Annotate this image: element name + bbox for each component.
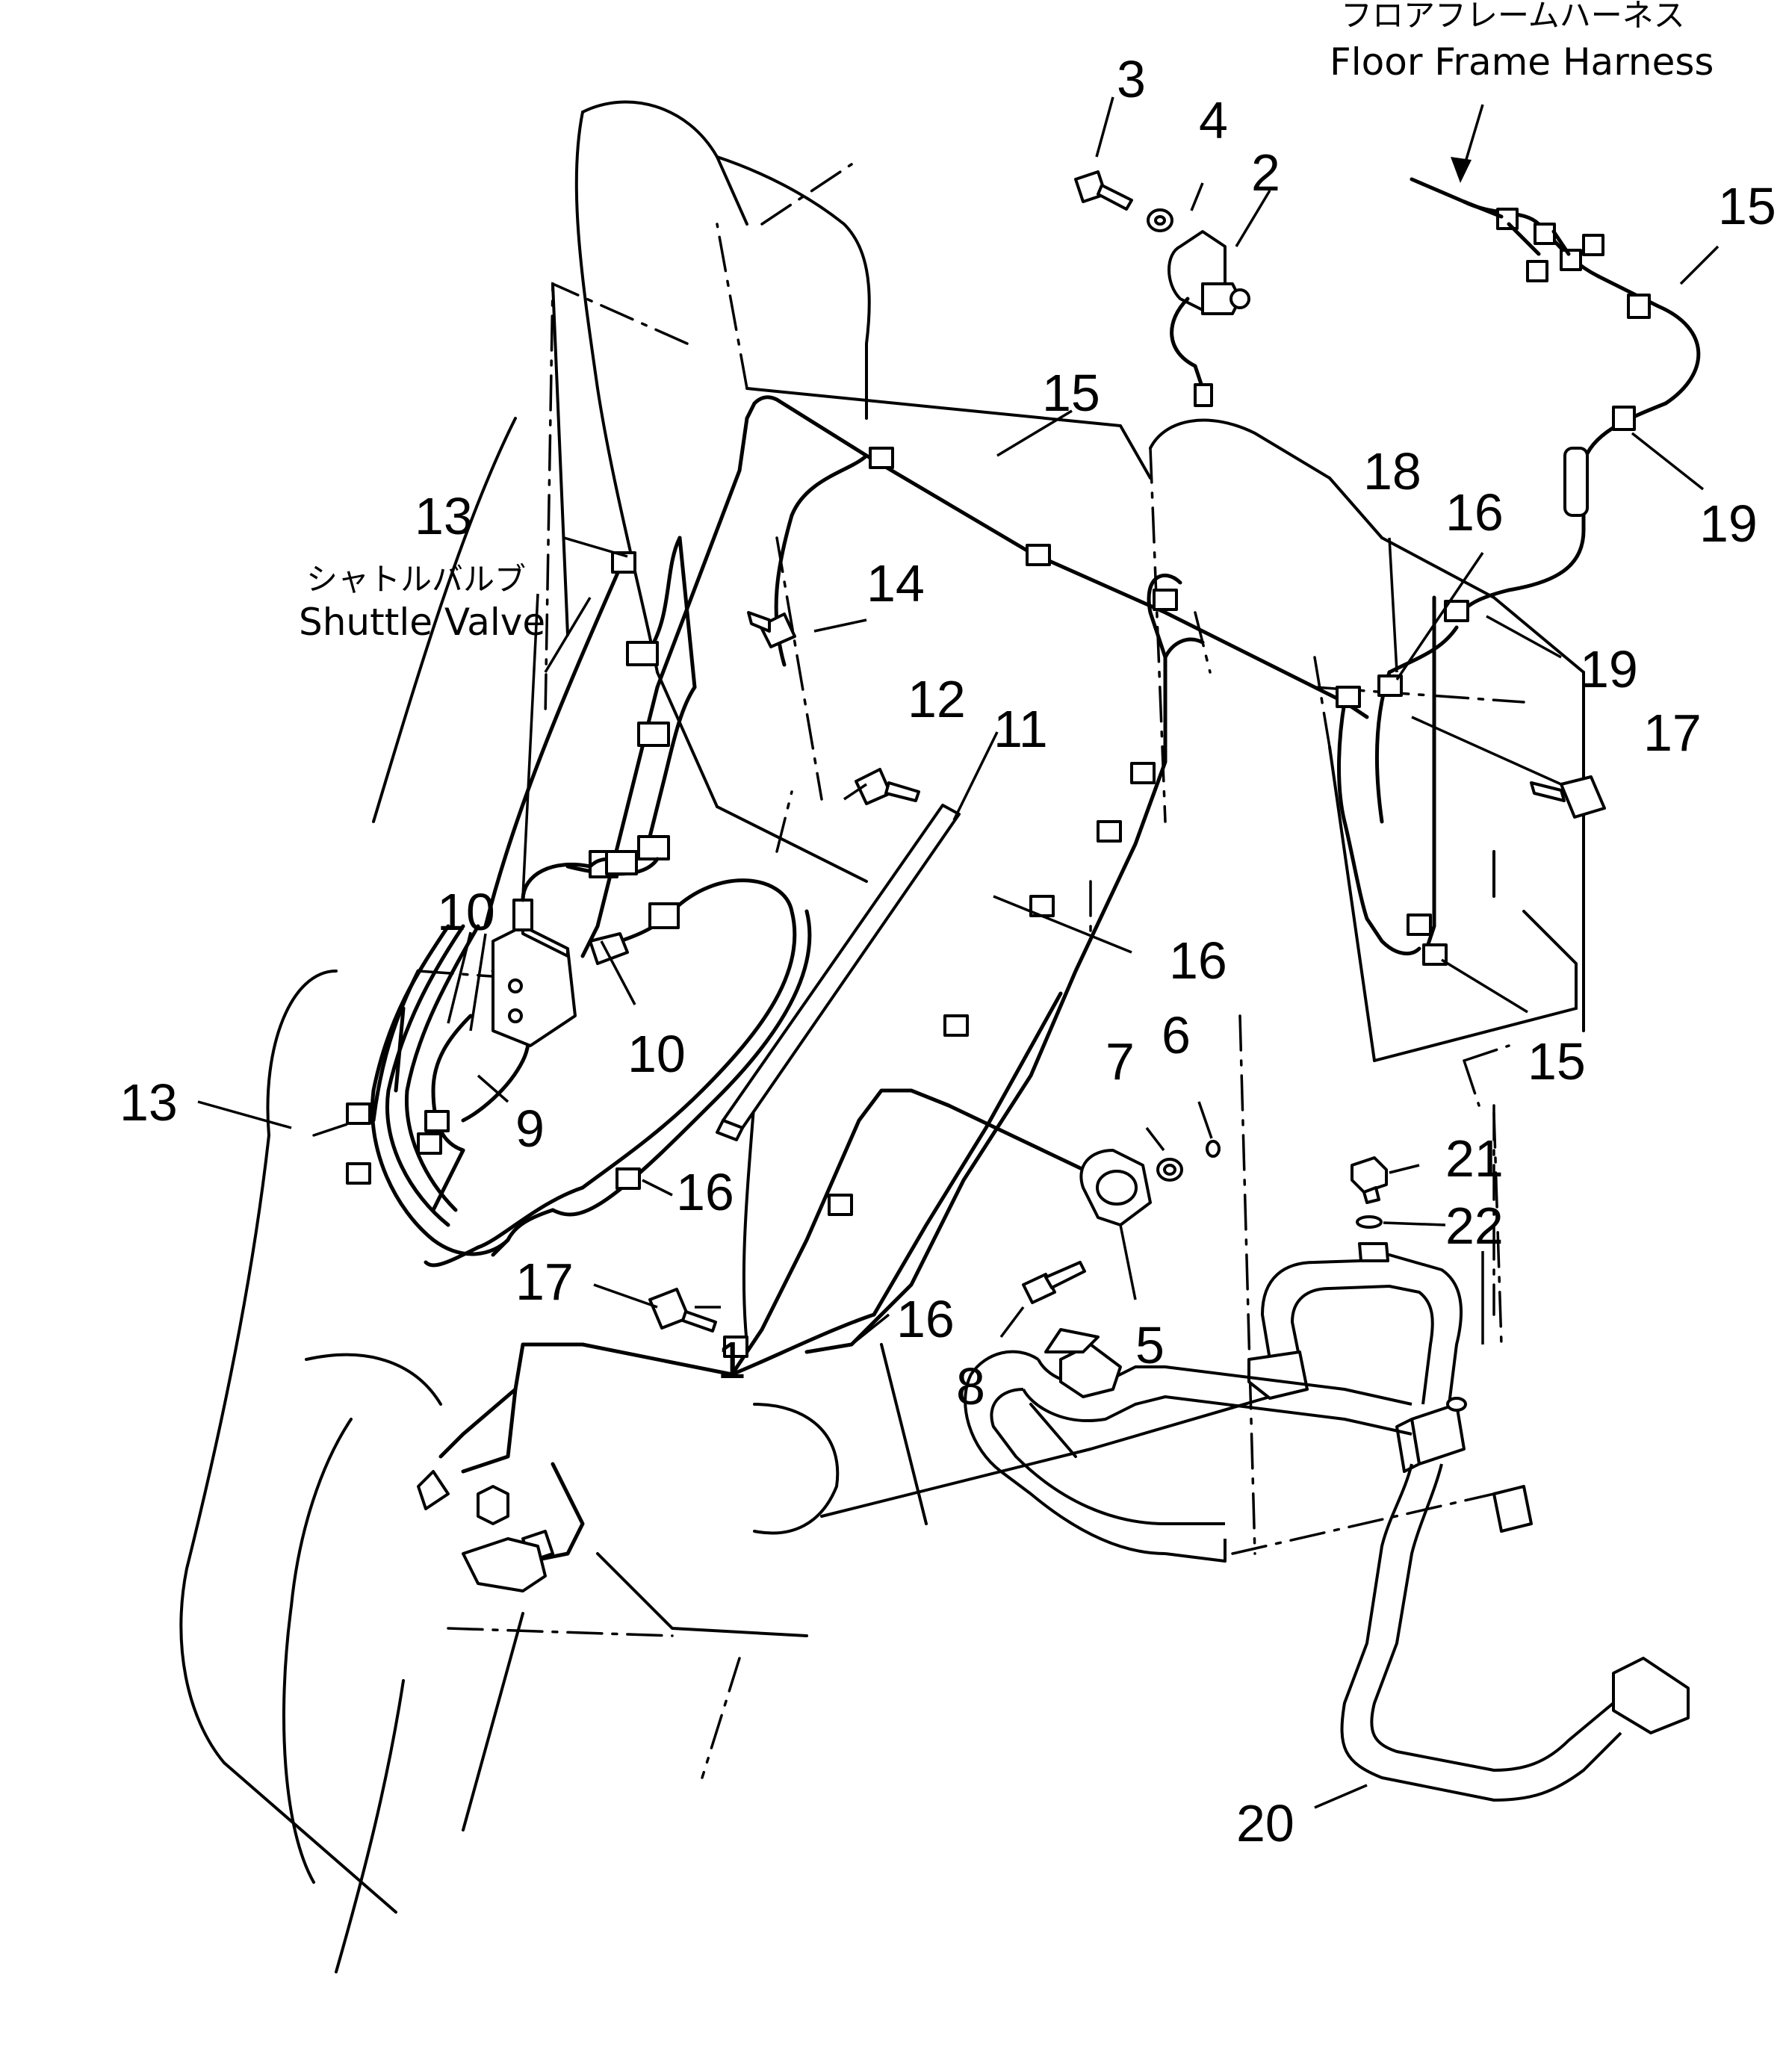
part-17-bolt-right bbox=[1530, 775, 1606, 819]
callout-22: 22 bbox=[1445, 1197, 1504, 1255]
callout-1: 1 bbox=[717, 1331, 746, 1389]
callout-14: 14 bbox=[866, 554, 925, 612]
callout-labels: 1 2 3 4 5 6 7 8 9 10 10 11 12 13 13 14 1… bbox=[120, 50, 1776, 1852]
callout-19-middle: 19 bbox=[1580, 640, 1638, 698]
part-22-o-ring bbox=[1356, 1215, 1383, 1229]
callout-13-left: 13 bbox=[120, 1073, 178, 1132]
callout-10-right: 10 bbox=[627, 1025, 686, 1083]
callout-15-right: 15 bbox=[1528, 1032, 1586, 1091]
part-3-bolt bbox=[1074, 170, 1133, 211]
part-5-switch bbox=[1079, 1149, 1152, 1226]
callout-4: 4 bbox=[1199, 91, 1228, 149]
shuttle-valve-caption-jp: シャトルバルブ bbox=[306, 561, 526, 598]
callout-17-left: 17 bbox=[515, 1253, 574, 1311]
part-2-sensor bbox=[1168, 230, 1250, 407]
callout-10-left: 10 bbox=[437, 883, 495, 941]
captions: フロアフレームハーネス Floor Frame Harness シャトルバルブ … bbox=[299, 0, 1714, 644]
part-21-plug bbox=[1351, 1156, 1388, 1204]
leader-lines bbox=[197, 96, 1720, 1809]
lower-left-fittings bbox=[417, 1470, 554, 1592]
callout-21: 21 bbox=[1445, 1129, 1504, 1188]
floor-harness-caption-en: Floor Frame Harness bbox=[1330, 40, 1714, 84]
callout-15-top: 15 bbox=[1042, 364, 1100, 422]
part-6-o-ring bbox=[1206, 1140, 1221, 1158]
part-11-plate bbox=[716, 804, 961, 1141]
callout-17-right: 17 bbox=[1643, 704, 1702, 762]
floor-frame-harness bbox=[1410, 177, 1701, 622]
part-17-bolt-left bbox=[648, 1288, 717, 1333]
callout-19-top: 19 bbox=[1699, 494, 1758, 553]
callout-7: 7 bbox=[1106, 1032, 1135, 1091]
part-12-bolt bbox=[855, 768, 920, 805]
callout-2: 2 bbox=[1251, 143, 1280, 202]
clamps bbox=[346, 447, 1469, 1358]
callout-20: 20 bbox=[1236, 1794, 1294, 1852]
callout-11: 11 bbox=[993, 700, 1048, 758]
part-4-washer bbox=[1147, 208, 1173, 232]
shuttle-valve bbox=[492, 850, 680, 1047]
shuttle-valve-caption-en: Shuttle Valve bbox=[299, 601, 545, 644]
callout-18: 18 bbox=[1363, 442, 1421, 500]
callout-3: 3 bbox=[1117, 50, 1146, 108]
callout-9: 9 bbox=[515, 1099, 545, 1158]
callout-16-middle: 16 bbox=[1169, 931, 1227, 990]
callout-16-top: 16 bbox=[1445, 483, 1504, 542]
callout-15-topright: 15 bbox=[1718, 177, 1776, 235]
floor-harness-arrowhead bbox=[1451, 157, 1472, 183]
machine-frame bbox=[179, 100, 1585, 1973]
part-20-pipe bbox=[964, 1242, 1690, 1802]
part-7-washer bbox=[1156, 1158, 1183, 1182]
callout-13-top: 13 bbox=[415, 487, 473, 545]
floor-harness-caption-jp: フロアフレームハーネス bbox=[1341, 0, 1685, 34]
part-14-bolt bbox=[747, 611, 796, 648]
callout-16-left: 16 bbox=[676, 1163, 734, 1221]
callout-5: 5 bbox=[1135, 1316, 1165, 1374]
callout-8: 8 bbox=[956, 1357, 985, 1415]
part-8-bolt bbox=[1022, 1261, 1086, 1304]
callout-16-bottom: 16 bbox=[896, 1290, 955, 1348]
callout-6: 6 bbox=[1162, 1006, 1191, 1064]
callout-12: 12 bbox=[908, 670, 966, 728]
